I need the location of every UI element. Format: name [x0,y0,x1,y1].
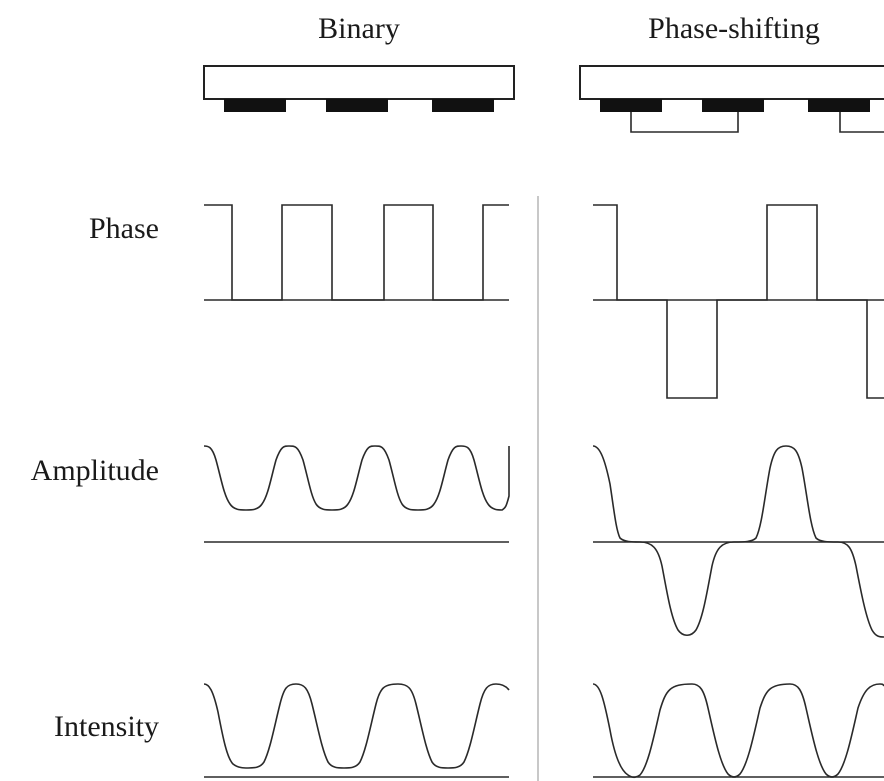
column-title-phase-shifting: Phase-shifting [648,12,820,45]
phase-shifting-mask-schematic [579,65,884,133]
row-label-amplitude: Amplitude [31,454,159,487]
phase-shift-phase-curve [593,204,884,399]
phase-shift-intensity-plot [592,683,884,779]
binary-chrome-feature [432,99,494,112]
phase-shift-mask-substrate [579,65,884,100]
column-title-binary: Binary [318,12,400,45]
row-label-phase: Phase [89,212,159,245]
phase-shift-chrome-feature [600,99,662,112]
phase-shift-amplitude-plot [592,445,884,638]
phase-shift-chrome-feature [702,99,764,112]
binary-phase-plot [204,204,509,301]
binary-chrome-feature [326,99,388,112]
binary-phase-curve [204,204,509,301]
binary-amplitude-plot [203,445,510,543]
binary-mask-substrate [203,65,515,100]
phase-shift-intensity-curve [592,683,884,779]
phase-shift-amplitude-curve [592,445,884,638]
phase-shifter-layer [630,112,739,133]
phase-shift-phase-plot [593,204,884,399]
phase-shifter-layer [839,112,884,133]
binary-chrome-feature [224,99,286,112]
binary-intensity-curve [203,683,510,769]
binary-mask-schematic [203,65,515,112]
binary-amplitude-curve [203,445,510,511]
phase-shift-chrome-feature [808,99,870,112]
binary-intensity-plot [203,683,510,778]
row-label-intensity: Intensity [54,710,159,743]
